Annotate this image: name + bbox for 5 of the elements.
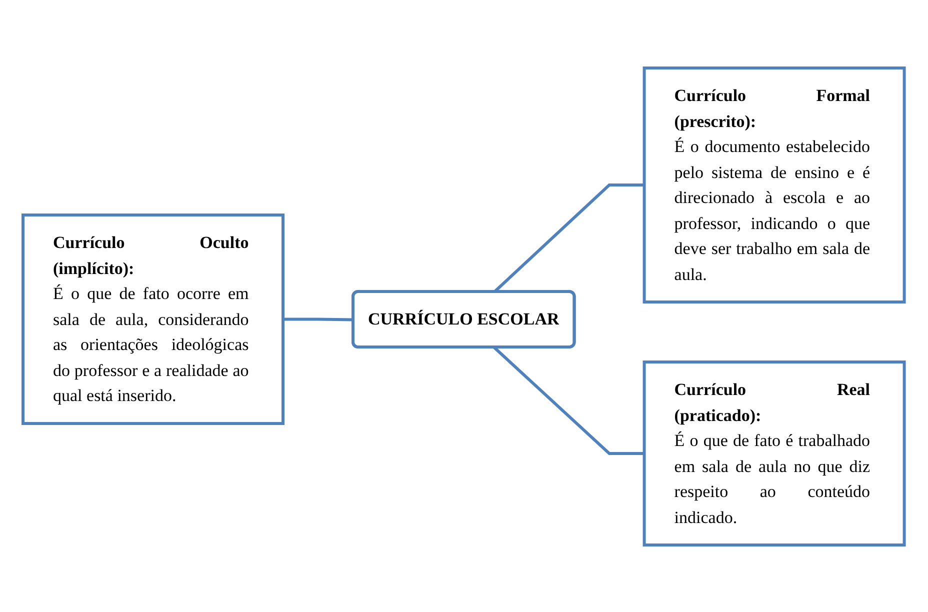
node-box: Currículo Oculto (implícito): É o que de fato ocorre em sala de aula, considerando as orientações ideológicas do professor e a realidade ao qual está inserido. (22, 213, 285, 424)
node-box: Currículo Formal (prescrito): É o documento estabelecido pelo sistema de ensino e é direcionado à escola e ao professor, indicando o que deve ser trabalho em sala de aula. (643, 66, 906, 303)
node-box: Currículo Real (praticado): É o que de fato é trabalhado em sala de aula no que diz respeito ao conteúdo indicado. (643, 360, 906, 546)
connector (283, 317, 354, 321)
connector (494, 346, 645, 454)
